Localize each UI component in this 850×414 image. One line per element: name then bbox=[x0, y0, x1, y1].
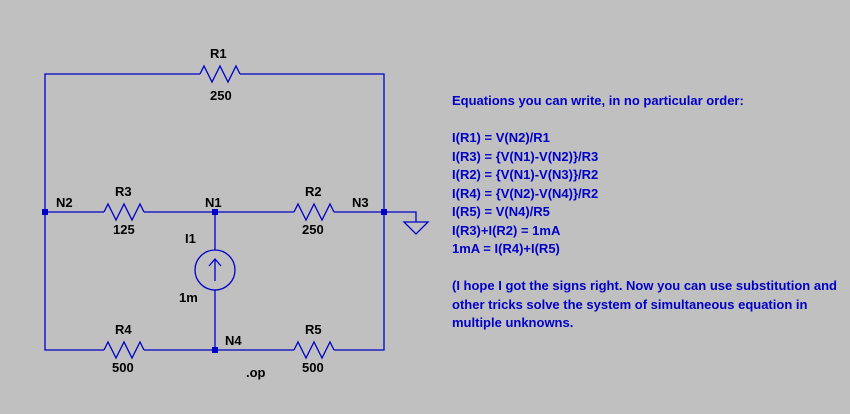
notes-spacer bbox=[452, 111, 842, 130]
junction-n3 bbox=[381, 209, 387, 215]
equation-line: I(R4) = {V(N2)-V(N4)}/R2 bbox=[452, 185, 599, 201]
junction-n2 bbox=[42, 209, 48, 215]
equation-line: I(R1) = V(N2)/R1 bbox=[452, 130, 550, 145]
r3-value: 125 bbox=[113, 222, 135, 237]
junction-n4 bbox=[212, 347, 218, 353]
r4-name: R4 bbox=[115, 322, 132, 337]
resistor-r2[interactable] bbox=[293, 202, 335, 222]
i1-name: I1 bbox=[185, 231, 196, 246]
spice-directive-op[interactable]: .op bbox=[246, 365, 266, 380]
r2-value: 250 bbox=[302, 222, 324, 237]
equation-line: I(R3)+I(R2) = 1mA bbox=[452, 222, 561, 238]
node-label-n2: N2 bbox=[56, 195, 73, 210]
notes-spacer bbox=[452, 259, 842, 278]
r1-name: R1 bbox=[210, 46, 227, 61]
equations-note[interactable]: Equations you can write, in no particula… bbox=[452, 92, 842, 333]
node-label-n1: N1 bbox=[205, 195, 222, 210]
resistor-r3[interactable] bbox=[103, 202, 145, 222]
r5-name: R5 bbox=[305, 322, 322, 337]
resistor-r5[interactable] bbox=[293, 340, 335, 360]
current-arrow-icon bbox=[208, 258, 222, 281]
r2-name: R2 bbox=[305, 184, 322, 199]
wire-bottom[interactable] bbox=[44, 212, 385, 351]
notes-footnote: (I hope I got the signs right. Now you c… bbox=[452, 278, 837, 330]
node-label-n4: N4 bbox=[225, 333, 242, 348]
node-label-n3: N3 bbox=[352, 195, 369, 210]
equation-line: I(R3) = {V(N1)-V(N2)}/R3 bbox=[452, 148, 599, 164]
r4-value: 500 bbox=[112, 360, 134, 375]
equation-line: I(R2) = {V(N1)-V(N3)}/R2 bbox=[452, 167, 599, 182]
resistor-r1[interactable] bbox=[199, 64, 241, 84]
i1-value: 1m bbox=[179, 290, 198, 305]
notes-heading: Equations you can write, in no particula… bbox=[452, 93, 744, 108]
wire-r1-branch[interactable] bbox=[44, 73, 385, 212]
junction-n1 bbox=[212, 209, 218, 215]
r5-value: 500 bbox=[302, 360, 324, 375]
wire-ground[interactable] bbox=[384, 211, 417, 222]
ground-icon bbox=[402, 221, 430, 235]
r1-value: 250 bbox=[210, 88, 232, 103]
resistor-r4[interactable] bbox=[103, 340, 145, 360]
current-source-i1[interactable] bbox=[194, 249, 236, 291]
equation-line: I(R5) = V(N4)/R5 bbox=[452, 204, 550, 219]
r3-name: R3 bbox=[115, 184, 132, 199]
equation-line: 1mA = I(R4)+I(R5) bbox=[452, 241, 560, 256]
